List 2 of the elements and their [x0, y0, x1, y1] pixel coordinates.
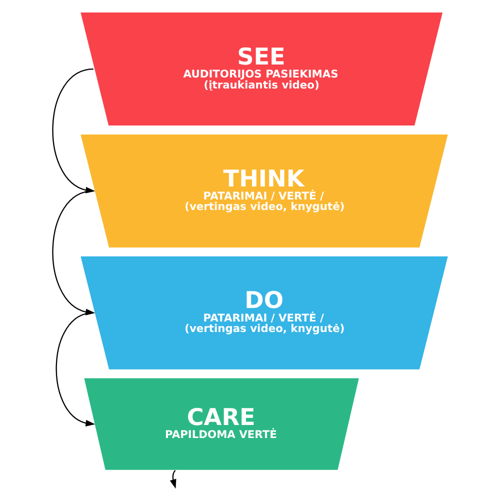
arrow — [55, 312, 95, 426]
arrow — [169, 470, 176, 489]
